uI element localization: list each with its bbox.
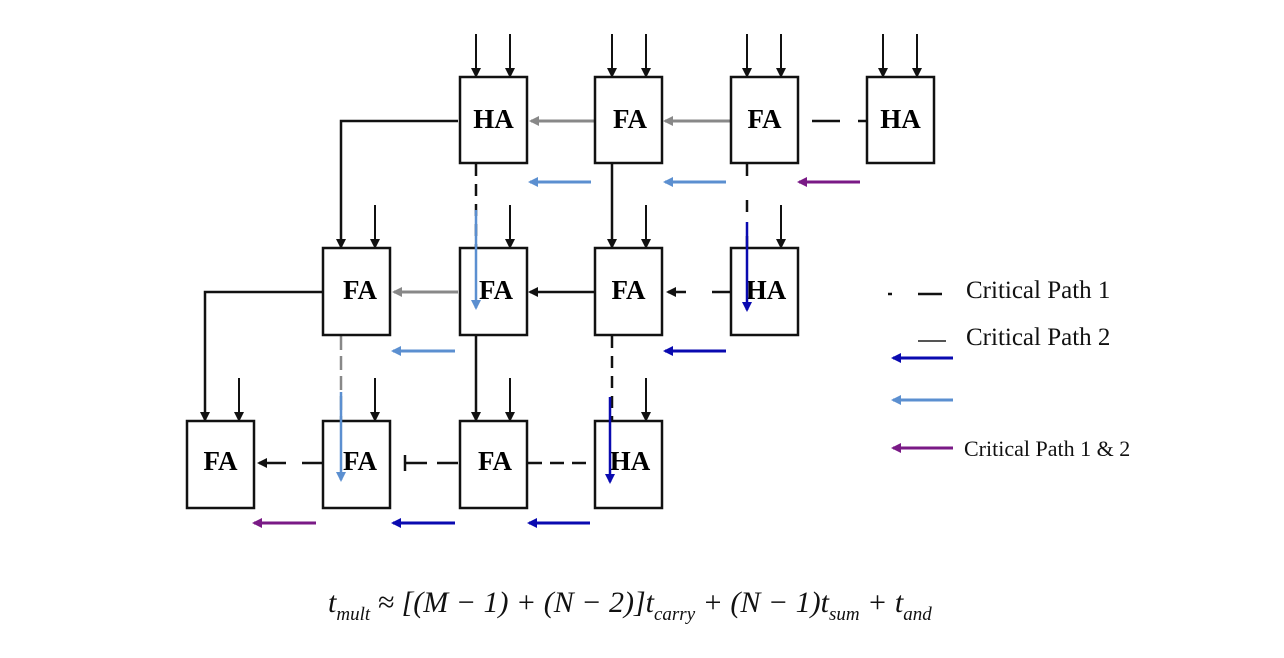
row3-carry-wires — [257, 455, 594, 471]
cell-label: HA — [610, 446, 651, 476]
cell-label: FA — [204, 446, 238, 476]
legend-label-path2: Critical Path 2 — [966, 324, 1110, 351]
input-arrows-row1 — [471, 34, 922, 78]
legend-item-both: Critical Path 1 & 2 — [891, 436, 1130, 461]
vertical-sum-wires — [200, 119, 749, 422]
cell-r1c1: HA — [458, 75, 529, 165]
cell-label: HA — [880, 104, 921, 134]
cell-r1c2: FA — [593, 75, 664, 165]
legend-label-both: Critical Path 1 & 2 — [964, 436, 1130, 461]
cell-label: FA — [748, 104, 782, 134]
critical-path-1-horizontal-arrows — [391, 346, 726, 528]
cell-r3c1: FA — [185, 419, 256, 510]
cell-label: HA — [746, 275, 787, 305]
legend: Critical Path 1 Critical Path 2 Critical… — [888, 277, 1130, 461]
critical-path-both-arrows — [252, 177, 860, 528]
cell-r3c4: HA — [593, 419, 664, 510]
legend-item-path1: Critical Path 1 — [888, 277, 1110, 304]
cell-label: FA — [343, 446, 377, 476]
cell-label: FA — [613, 104, 647, 134]
critical-path-2-horizontal-arrows — [391, 177, 726, 356]
cell-r3c3: FA — [458, 419, 529, 510]
legend-item-path2: Critical Path 2 — [918, 324, 1110, 351]
cell-label: FA — [478, 446, 512, 476]
cell-r3c2: FA — [321, 419, 392, 510]
cell-label: FA — [343, 275, 377, 305]
critical-path-1-vertical-arrows — [605, 222, 752, 484]
legend-label-path1: Critical Path 1 — [966, 277, 1110, 304]
delay-formula: tmult ≈ [(M − 1) + (N − 2)]tcarry + (N −… — [328, 586, 932, 625]
critical-path-2-vertical-arrows — [336, 210, 481, 482]
cell-r2c1: FA — [321, 246, 392, 337]
cell-r1c3: FA — [729, 75, 800, 165]
cell-r2c3: FA — [593, 246, 664, 337]
input-arrows-row3 — [234, 378, 651, 422]
cell-label: HA — [473, 104, 514, 134]
cell-label: FA — [479, 275, 513, 305]
cell-label: FA — [612, 275, 646, 305]
input-arrows-row2 — [370, 205, 786, 249]
cell-r2c2: FA — [458, 246, 529, 337]
cell-r2c4: HA — [729, 246, 800, 337]
cell-r1c4: HA — [865, 75, 936, 165]
